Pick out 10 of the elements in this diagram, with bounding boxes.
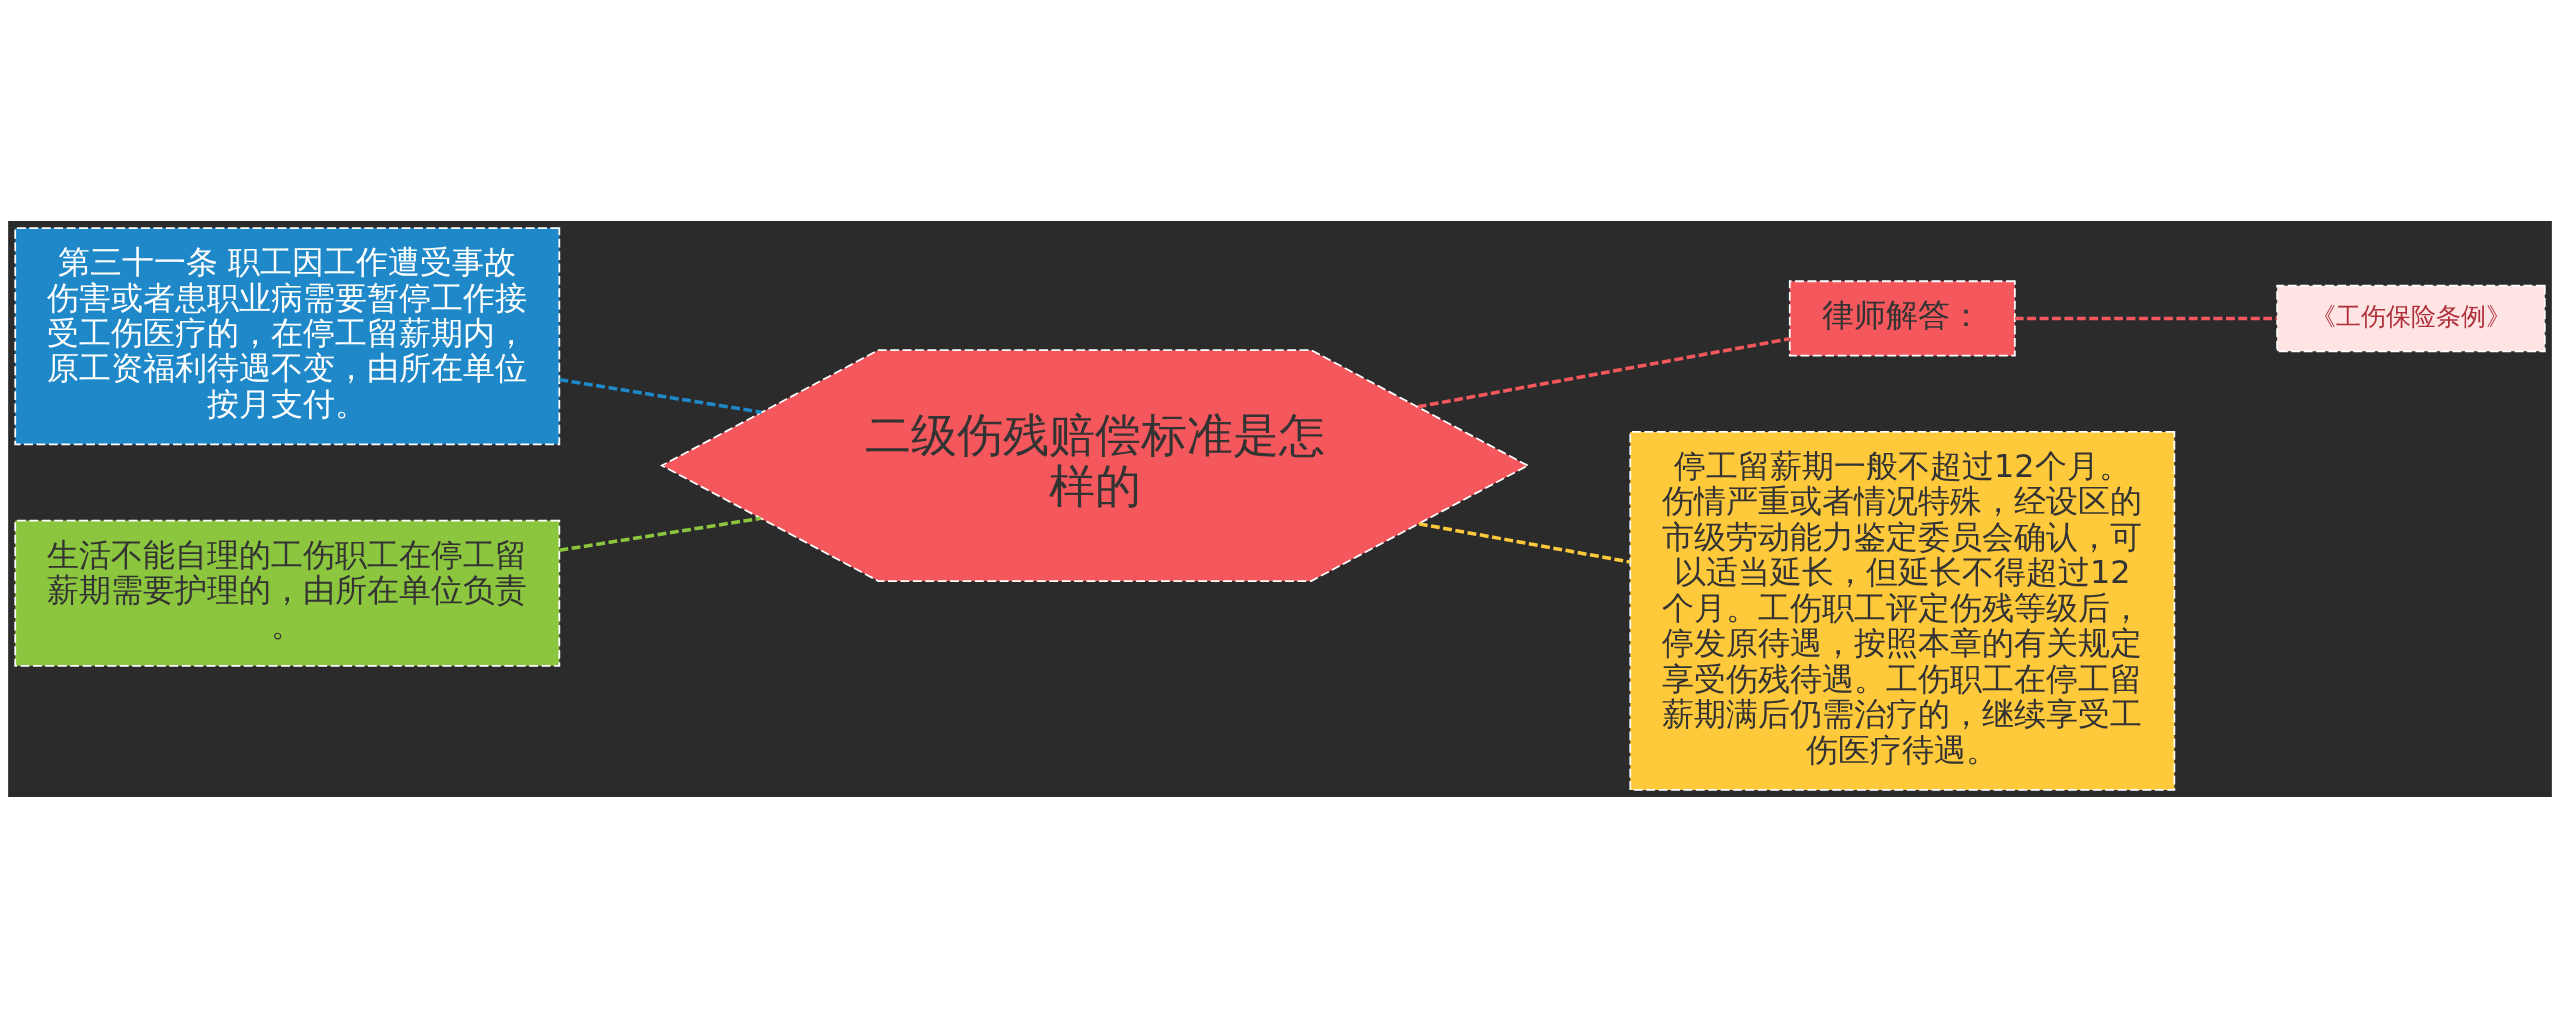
connector (559, 516, 761, 552)
node-box: 第三十一条 职工因工作遭受事故伤害或者患职业病需要暂停工作接受工伤医疗的，在停工留薪期内，原工资福利待遇不变，由所在单位按月支付。 (14, 226, 561, 445)
connector (2014, 316, 2278, 320)
node-box: 《工伤保险条例》 (2276, 284, 2546, 352)
connector (1418, 521, 1631, 564)
connector (559, 377, 762, 414)
node-box: 停工留薪期一般不超过12个月。伤情严重或者情况特殊，经设区的市级劳动能力鉴定委员会确认，可以适当延长，但延长不得超过12个月。工伤职工评定伤残等级后，停发原待遇，按照本章的有关规定享受伤残待遇。工伤职工在停工留薪期满后仍需治疗的，继续享受工伤医疗待遇。 (1629, 430, 2176, 791)
node-box: 生活不能自理的工伤职工在停工留薪期需要护理的，由所在单位负责。 (14, 519, 561, 667)
node-box: 律师解答： (1788, 279, 2016, 357)
connector (1417, 336, 1791, 409)
